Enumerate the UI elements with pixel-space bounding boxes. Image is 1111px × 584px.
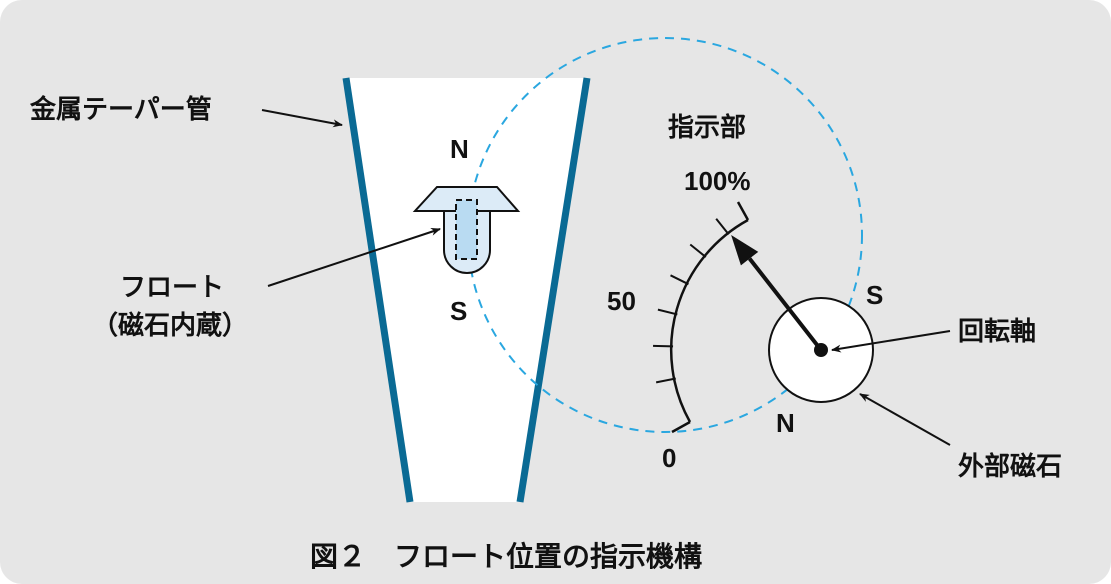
magnet-leader-arrow — [859, 393, 951, 446]
magnet-pole-n: N — [776, 408, 795, 438]
float-label: フロート — [120, 273, 224, 303]
pipe-wall-left — [342, 77, 414, 503]
pipe-interior — [346, 78, 587, 502]
scale-tick — [715, 218, 730, 235]
pipe-leader-arrow — [261, 109, 343, 128]
magnet-pole-s: S — [866, 280, 883, 310]
scale-tick — [657, 308, 678, 316]
outer-magnet-label: 外部磁石 — [958, 451, 1062, 482]
scale-ticks — [653, 218, 730, 384]
pointer-needle — [748, 257, 823, 352]
shaft-label: 回転軸 — [958, 316, 1036, 347]
scale-tick — [655, 377, 676, 384]
pipe-label: 金属テーパー管 — [29, 94, 212, 125]
float-magnet — [455, 199, 478, 260]
scale-tick — [689, 243, 707, 258]
rotation-shaft — [814, 343, 828, 357]
scale-label-max: 100% — [684, 166, 751, 196]
scale-tick — [670, 274, 689, 286]
float-leader-arrow — [267, 228, 441, 287]
figure-caption: 図２ フロート位置の指示機構 — [310, 540, 702, 573]
scale-label-mid: 50 — [607, 286, 636, 316]
magnetic-field-circle — [467, 37, 863, 433]
pipe-wall-right — [516, 77, 591, 503]
scale-arc — [669, 218, 749, 423]
scale-label-min: 0 — [662, 443, 676, 473]
scale-end-top — [736, 201, 750, 221]
indicator-label: 指示部 — [668, 113, 746, 143]
shaft-leader-arrow — [831, 330, 951, 353]
float — [412, 186, 521, 274]
scale-end-bottom — [671, 420, 691, 434]
float-pole-n: N — [450, 134, 469, 164]
pointer-arrowhead — [731, 234, 759, 266]
float-pole-s: S — [450, 296, 467, 326]
float-label-sub: （磁石内蔵） — [92, 310, 248, 341]
